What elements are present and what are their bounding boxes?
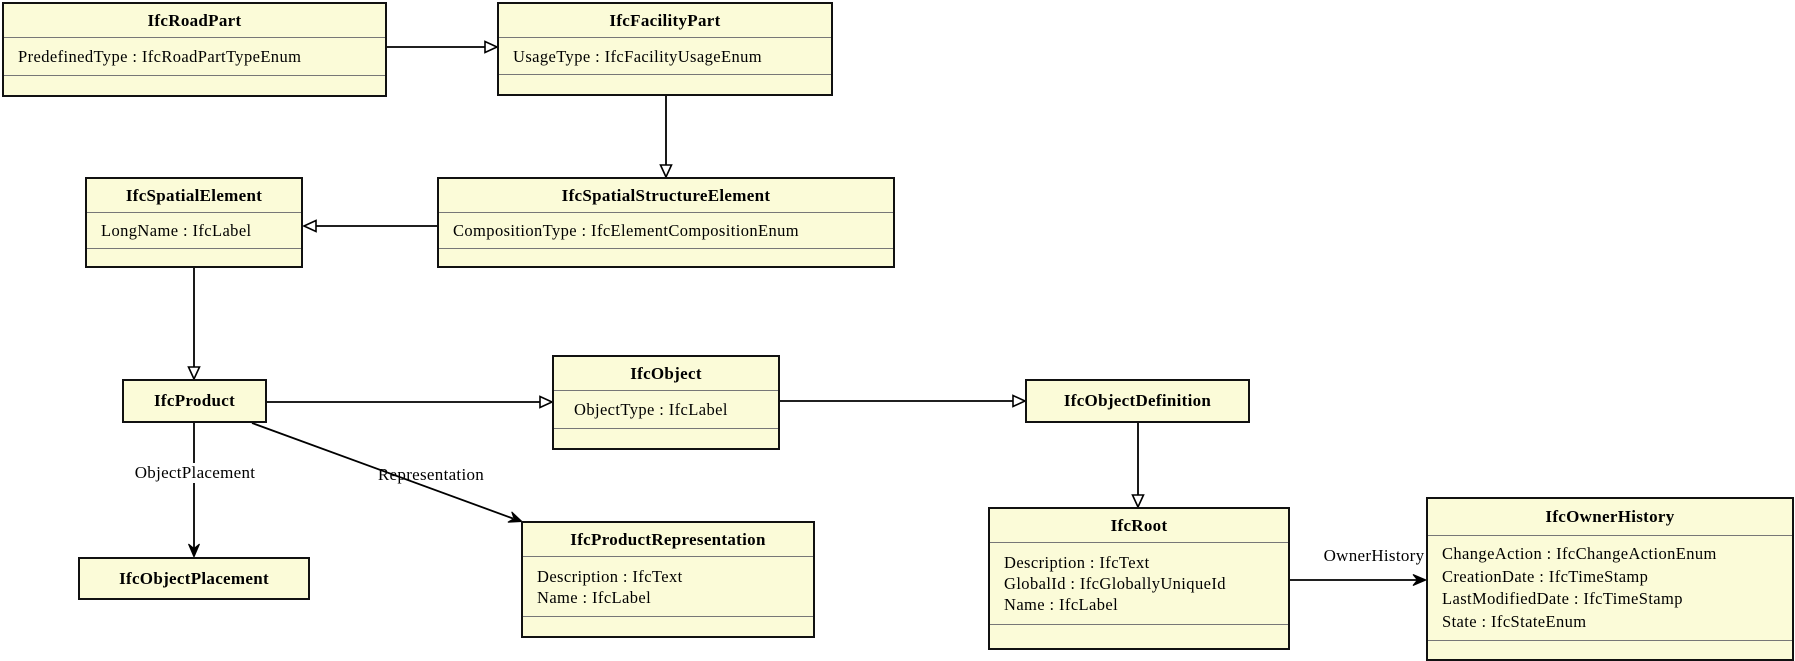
inheritance-arrowhead-icon: [539, 395, 554, 409]
class-attribute: State : IfcStateEnum: [1442, 611, 1587, 631]
inheritance-arrowhead-icon: [659, 164, 673, 179]
class-title: IfcObjectPlacement: [119, 568, 269, 588]
class-attributes: ChangeAction : IfcChangeActionEnum Creat…: [1428, 535, 1792, 640]
class-empty-compartment: [499, 74, 831, 94]
edge-spatialelement-product: [187, 268, 201, 381]
class-empty-compartment: [1428, 640, 1792, 659]
class-title: IfcObjectDefinition: [1063, 391, 1212, 410]
class-title: IfcSpatialStructureElement: [561, 185, 771, 205]
class-attribute: CompositionType : IfcElementCompositionE…: [453, 221, 800, 240]
class-title: IfcRoot: [1110, 515, 1168, 535]
class-ifcobjectdefinition: IfcObjectDefinition: [1025, 379, 1250, 423]
class-ifcobjectplacement: IfcObjectPlacement: [78, 557, 310, 600]
class-title: IfcFacilityPart: [609, 10, 721, 30]
class-title: IfcProduct: [153, 391, 236, 410]
edge-objectdefinition-root: [1131, 423, 1145, 509]
edge-root-ownerhistory: [1290, 574, 1428, 586]
class-attributes: CompositionType : IfcElementCompositionE…: [439, 212, 893, 248]
edge-object-objectdefinition: [780, 394, 1027, 408]
class-attribute: CreationDate : IfcTimeStamp: [1442, 566, 1649, 586]
class-title: IfcObject: [630, 363, 702, 383]
edge-label-representation: Representation: [377, 465, 485, 484]
class-attributes: ObjectType : IfcLabel: [554, 390, 778, 428]
class-ifcroadpart: IfcRoadPart PredefinedType : IfcRoadPart…: [2, 2, 387, 97]
class-attribute: UsageType : IfcFacilityUsageEnum: [513, 46, 762, 66]
edge-facilitypart-spatialstructureelement: [659, 95, 673, 179]
class-ifcspatialelement: IfcSpatialElement LongName : IfcLabel: [85, 177, 303, 268]
class-attributes: PredefinedType : IfcRoadPartTypeEnum: [4, 37, 385, 75]
edge-label-ownerhistory: OwnerHistory: [1323, 546, 1425, 565]
class-attribute: Description : IfcText: [537, 566, 683, 586]
class-empty-compartment: [990, 624, 1288, 648]
class-ifcfacilitypart: IfcFacilityPart UsageType : IfcFacilityU…: [497, 2, 833, 96]
inheritance-arrowhead-icon: [302, 219, 317, 233]
inheritance-arrowhead-icon: [187, 366, 201, 381]
class-empty-compartment: [523, 616, 813, 636]
class-title: IfcProductRepresentation: [570, 529, 766, 549]
association-arrowhead-icon: [507, 511, 524, 523]
edge-product-objectplacement: [188, 423, 200, 559]
class-attribute: Name : IfcLabel: [537, 587, 652, 607]
class-ifcownerhistory: IfcOwnerHistory ChangeAction : IfcChange…: [1426, 497, 1794, 661]
class-attribute: LastModifiedDate : IfcTimeStamp: [1442, 589, 1683, 608]
class-attribute: GlobalId : IfcGloballyUniqueId: [1004, 574, 1226, 593]
edge-product-object: [267, 395, 554, 409]
class-attribute: ObjectType : IfcLabel: [574, 400, 728, 419]
class-title: IfcRoadPart: [147, 10, 242, 30]
edge-roadpart-facilitypart: [387, 40, 499, 54]
class-empty-compartment: [87, 248, 301, 266]
class-ifcproduct: IfcProduct: [122, 379, 267, 423]
edge-label-objectplacement: ObjectPlacement: [132, 463, 258, 483]
class-attributes: LongName : IfcLabel: [87, 212, 301, 248]
class-attributes: Description : IfcText GlobalId : IfcGlob…: [990, 542, 1288, 624]
class-attribute: ChangeAction : IfcChangeActionEnum: [1442, 544, 1717, 563]
class-ifcroot: IfcRoot Description : IfcText GlobalId :…: [988, 507, 1290, 650]
association-arrowhead-icon: [1412, 574, 1428, 586]
class-attribute: Description : IfcText: [1004, 553, 1150, 572]
inheritance-arrowhead-icon: [484, 40, 499, 54]
inheritance-arrowhead-icon: [1012, 394, 1027, 408]
class-empty-compartment: [439, 248, 893, 266]
class-attributes: UsageType : IfcFacilityUsageEnum: [499, 37, 831, 74]
class-attribute: LongName : IfcLabel: [101, 221, 252, 240]
class-empty-compartment: [4, 75, 385, 95]
class-ifcspatialstructureelement: IfcSpatialStructureElement CompositionTy…: [437, 177, 895, 268]
edge-spatialstructureelement-spatialelement: [302, 219, 437, 233]
class-ifcproductrepresentation: IfcProductRepresentation Description : I…: [521, 521, 815, 638]
inheritance-arrowhead-icon: [1131, 494, 1145, 509]
association-arrowhead-icon: [188, 543, 200, 559]
class-title: IfcOwnerHistory: [1545, 507, 1675, 526]
class-attribute: PredefinedType : IfcRoadPartTypeEnum: [18, 47, 302, 66]
class-empty-compartment: [554, 428, 778, 448]
class-attribute: Name : IfcLabel: [1004, 595, 1119, 614]
class-title: IfcSpatialElement: [125, 185, 263, 205]
class-ifcobject: IfcObject ObjectType : IfcLabel: [552, 355, 780, 450]
class-attributes: Description : IfcText Name : IfcLabel: [523, 556, 813, 616]
